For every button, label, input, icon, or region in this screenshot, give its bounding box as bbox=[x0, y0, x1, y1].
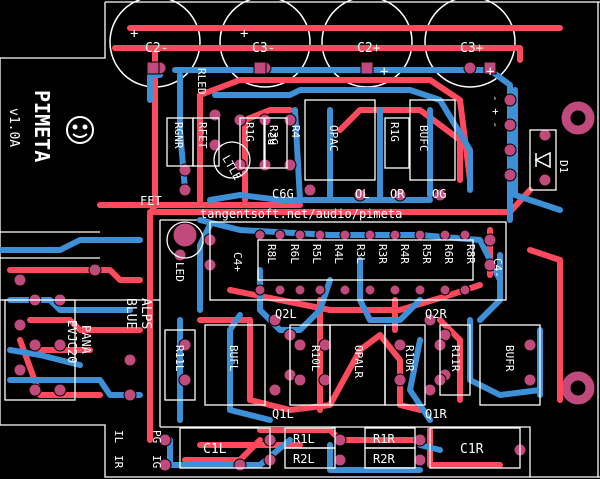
bottom-copper-traces bbox=[0, 67, 563, 473]
label-rled: RLED bbox=[195, 68, 208, 95]
label-opac: OPAC bbox=[327, 125, 340, 152]
label-r10l: R10L bbox=[309, 345, 322, 372]
label-c4-minus: C4- bbox=[491, 258, 504, 278]
label-q1r: Q1R bbox=[425, 407, 447, 421]
label-q2r: Q2R bbox=[425, 307, 447, 321]
label-c4-plus: C4+ bbox=[231, 252, 244, 272]
label-r4r: R4R bbox=[398, 244, 411, 264]
label-r6l: R6L bbox=[288, 244, 301, 264]
label-r2r: R2R bbox=[373, 452, 395, 466]
label-r8l: R8L bbox=[265, 244, 278, 264]
label-pg: PG bbox=[150, 430, 163, 443]
label-r3l: R3L bbox=[354, 244, 367, 264]
label-c2-minus: C2- bbox=[145, 41, 168, 56]
label-c2-plus: C2+ bbox=[357, 41, 381, 56]
label-led: LED bbox=[173, 262, 186, 282]
label-pana: PANA bbox=[79, 325, 93, 355]
label-d1: D1 bbox=[557, 160, 570, 173]
label-rfet: RFET bbox=[196, 122, 209, 149]
label-r11l: R11L bbox=[173, 345, 186, 372]
label-c2-plus-mark: + bbox=[380, 64, 388, 80]
label-rgnr: RGNR bbox=[172, 122, 185, 149]
label-ir: IR bbox=[112, 455, 125, 469]
label-c3-plus: C3+ bbox=[460, 41, 484, 56]
label-r4: R4 bbox=[289, 125, 302, 139]
label-blue: BLUE bbox=[123, 298, 138, 329]
label-c3-minus: C3- bbox=[252, 41, 275, 56]
label-r5r: R5R bbox=[420, 244, 433, 264]
label-r8r: R8R bbox=[464, 244, 477, 264]
label-bufr: BUFR bbox=[503, 345, 516, 372]
label-r1g-right: R1G bbox=[388, 122, 401, 142]
label-bufc: BUFC bbox=[417, 125, 430, 152]
label-r2l: R2L bbox=[293, 452, 315, 466]
label-r5l: R5L bbox=[310, 244, 323, 264]
label-c6g: C6G bbox=[272, 187, 294, 201]
label-r6r: R6R bbox=[442, 244, 455, 264]
label-ig: IG bbox=[150, 455, 163, 468]
pads bbox=[13, 61, 552, 472]
label-c1r: C1R bbox=[460, 442, 484, 457]
label-minus-plus: - + - bbox=[489, 95, 502, 128]
diode-symbol bbox=[534, 151, 551, 169]
label-q2l: Q2L bbox=[275, 307, 297, 321]
label-ol: OL bbox=[355, 187, 369, 201]
label-board-version: v1.0A bbox=[6, 108, 21, 147]
component-outlines bbox=[4, 99, 557, 469]
label-c1l: C1L bbox=[203, 442, 227, 457]
label-q1l: Q1L bbox=[272, 407, 294, 421]
label-c2-minus-plus: + bbox=[130, 26, 138, 42]
label-or: OR bbox=[390, 187, 405, 201]
label-bufl: BUFL bbox=[227, 345, 240, 372]
label-r3r: R3R bbox=[376, 244, 389, 264]
label-r4l: R4L bbox=[332, 244, 345, 264]
label-r2: R2 bbox=[266, 132, 279, 145]
label-r10r: R10R bbox=[403, 345, 416, 372]
mounting-holes bbox=[561, 101, 595, 405]
label-r1r: R1R bbox=[373, 432, 395, 446]
label-alps: ALPS bbox=[138, 298, 153, 329]
label-evjc20: EVJC20 bbox=[65, 320, 79, 363]
label-opalr: OPALR bbox=[352, 345, 365, 378]
label-c3-minus-plus: + bbox=[240, 26, 248, 42]
label-c3-plus-mark: + bbox=[486, 64, 494, 80]
label-r1g: R1G bbox=[243, 122, 256, 142]
smiley-logo bbox=[66, 116, 94, 144]
label-r1l: R1L bbox=[293, 432, 315, 446]
label-og: OG bbox=[432, 187, 446, 201]
label-r3g: R3G bbox=[267, 125, 280, 145]
label-url: tangentsoft.net/audio/pimeta bbox=[200, 207, 402, 221]
label-board-title: PIMETA bbox=[30, 90, 54, 162]
label-il: IL bbox=[112, 430, 125, 444]
label-r11r: R11R bbox=[449, 345, 462, 372]
label-fet: FET bbox=[140, 194, 162, 208]
